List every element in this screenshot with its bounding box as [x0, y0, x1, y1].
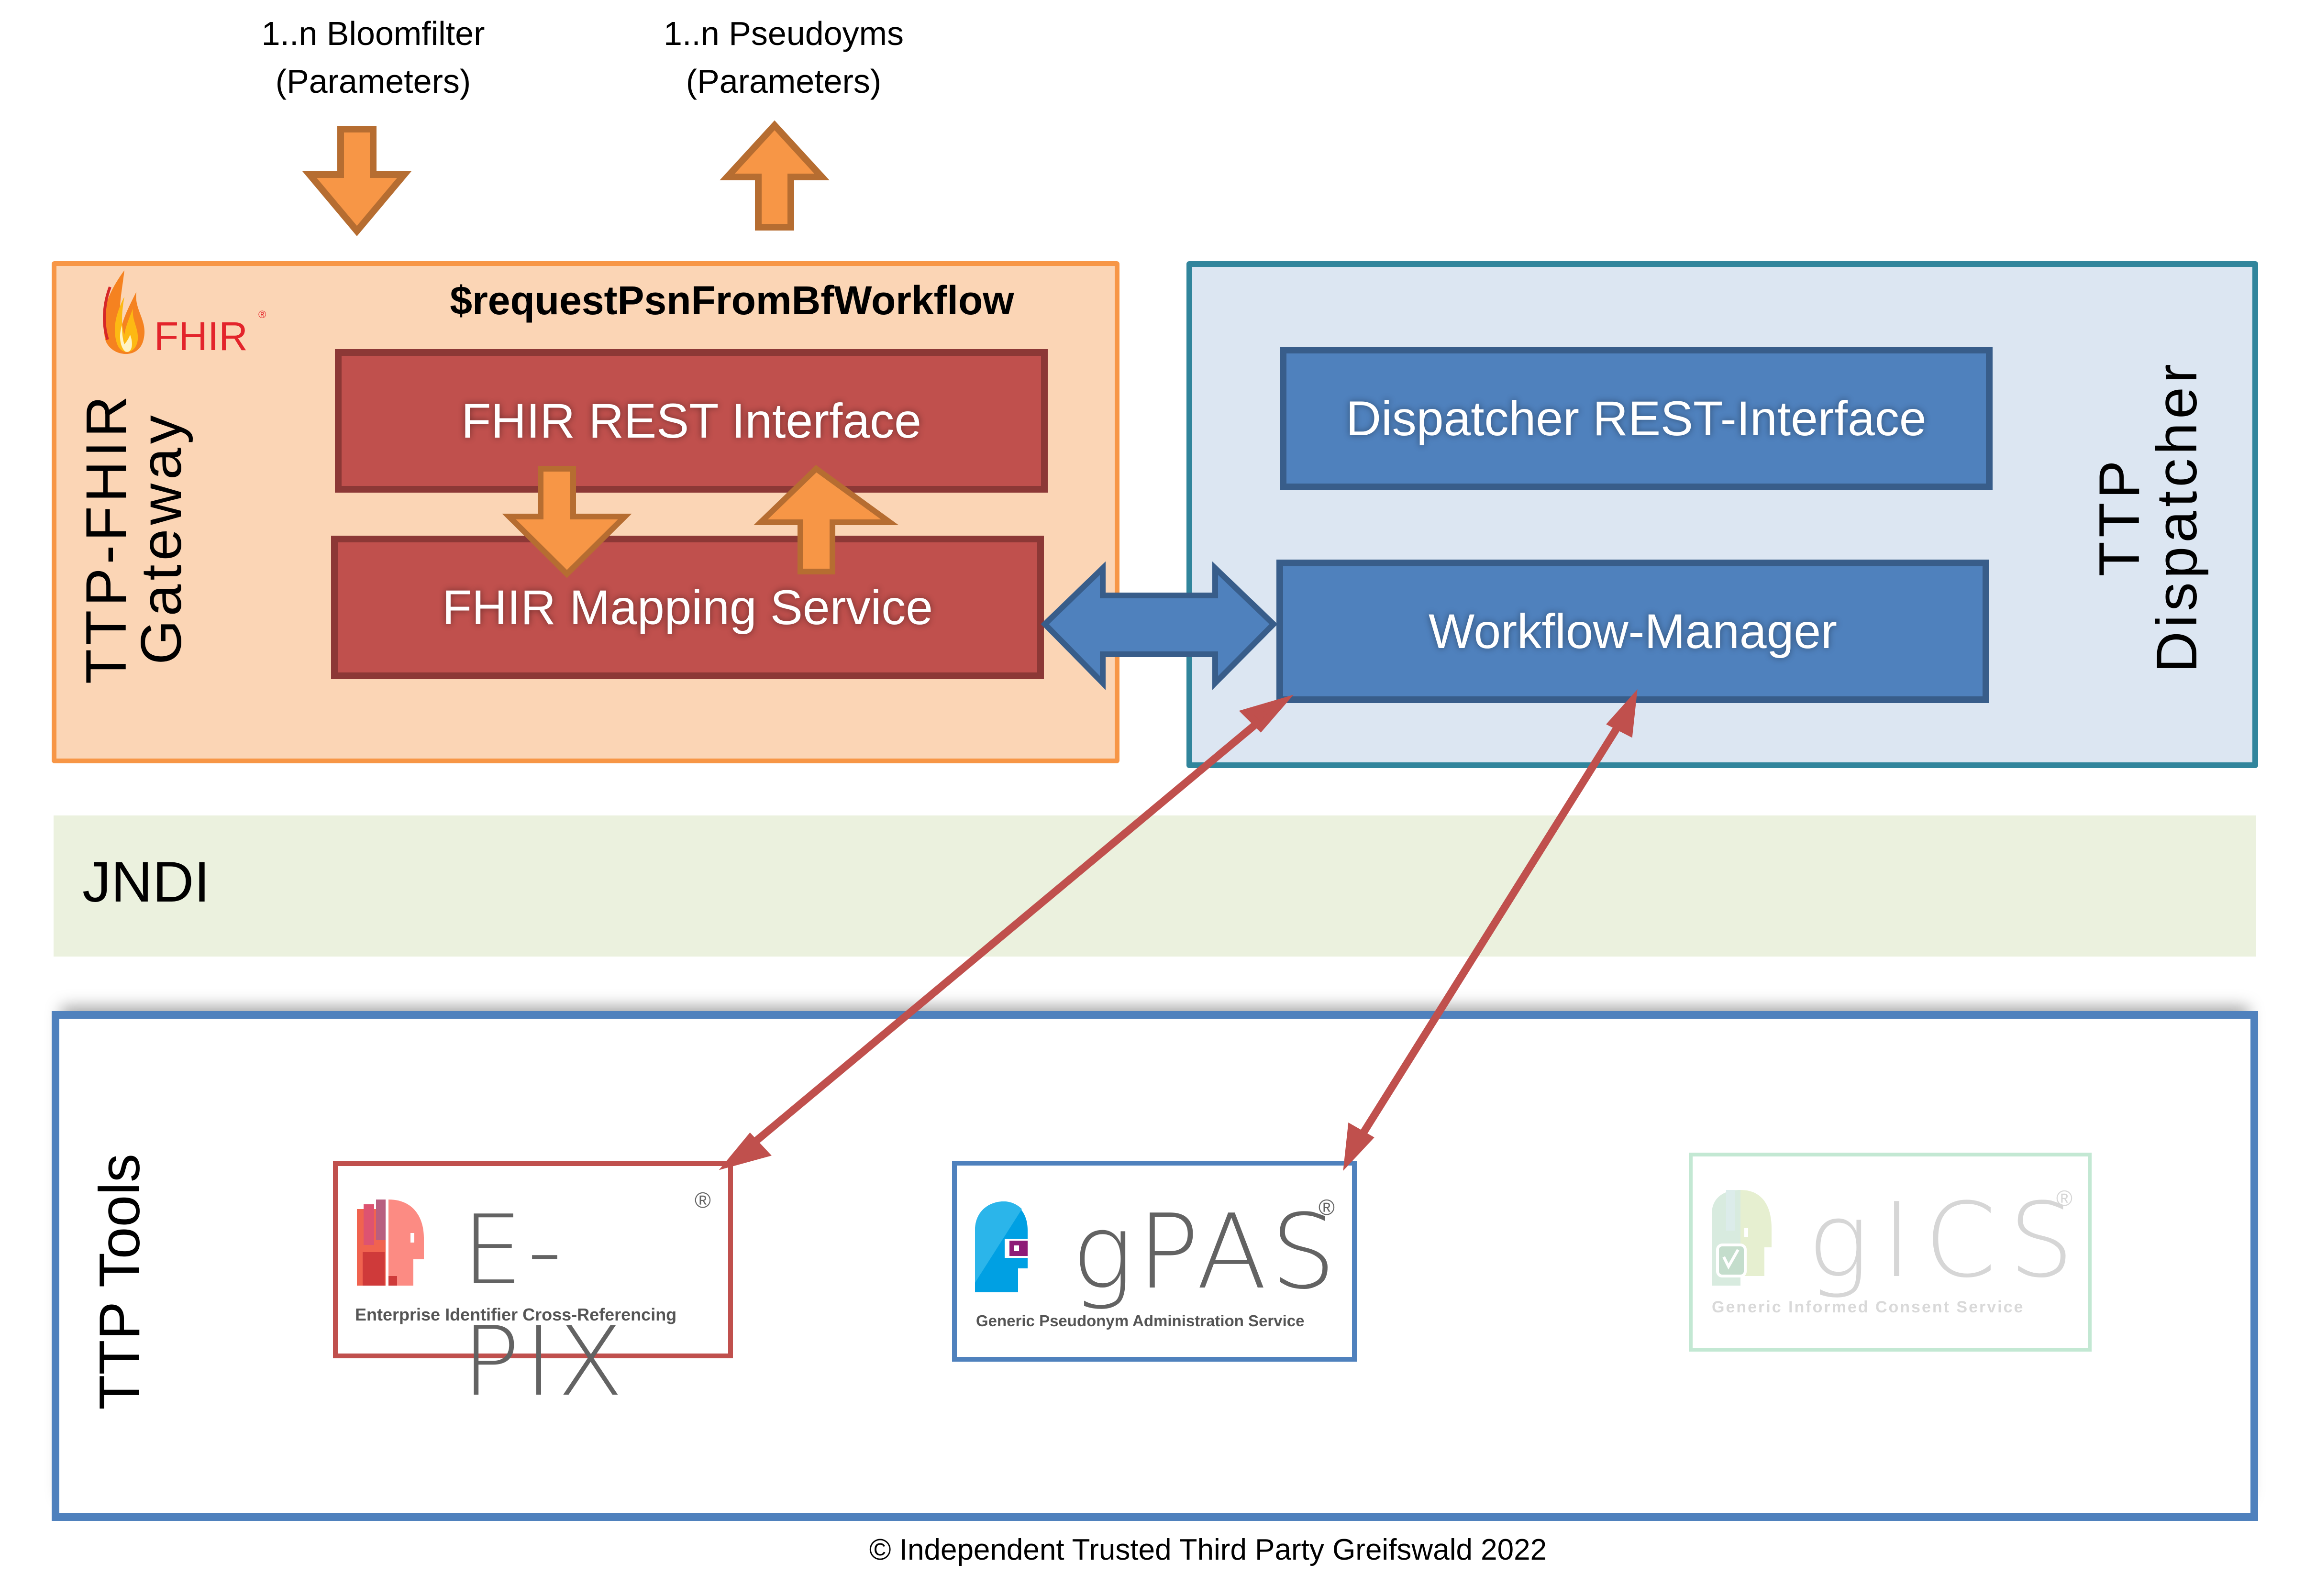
workflow-manager-block[interactable]: Workflow-Manager	[1276, 560, 1989, 703]
epix-tool-box[interactable]: E-PIX ® Enterprise Identifier Cross-Refe…	[333, 1161, 733, 1418]
jndi-layer: JNDI	[54, 815, 2256, 957]
pseudonyms-up-arrow-icon	[720, 120, 830, 231]
gics-registered-mark: ®	[2056, 1186, 2072, 1211]
fhir-mapping-service-block[interactable]: FHIR Mapping Service	[331, 536, 1044, 679]
gpas-registered-mark: ®	[1319, 1195, 1335, 1220]
fhir-flame-icon	[103, 270, 145, 354]
gateway-title-line1: TTP-FHIR	[74, 392, 138, 684]
gics-head-icon	[1712, 1190, 1772, 1286]
gateway-title-line2: Gateway	[129, 411, 193, 665]
gics-subtitle: Generic Informed Consent Service	[1712, 1298, 2025, 1316]
gpas-logo-text: gPAS	[1072, 1192, 1340, 1312]
epix-registered-mark: ®	[695, 1188, 711, 1212]
epix-logo-text: E-PIX	[462, 1195, 628, 1418]
dispatcher-title: TTP Dispatcher	[2087, 344, 2209, 689]
fhir-mapping-service-label: FHIR Mapping Service	[442, 580, 933, 635]
fhir-registered-mark: ®	[258, 308, 266, 320]
pseudonyms-output-label: 1..n Pseudoyms (Parameters)	[568, 10, 999, 105]
pseudonyms-label-line1: 1..n Pseudoyms	[664, 15, 904, 52]
copyright-footer: © Independent Trusted Third Party Greifs…	[869, 1533, 1547, 1566]
bloomfilter-label-line1: 1..n Bloomfilter	[261, 15, 485, 52]
epix-subtitle: Enterprise Identifier Cross-Referencing	[355, 1305, 677, 1324]
ttp-tools-title: TTP Tools	[88, 1154, 152, 1410]
gateway-title: TTP-FHIR Gateway	[74, 385, 193, 691]
pseudonyms-label-line2: (Parameters)	[686, 63, 882, 100]
dispatcher-rest-interface-label: Dispatcher REST-Interface	[1346, 391, 1927, 446]
fhir-logo-text: FHIR	[154, 314, 248, 359]
fhir-rest-interface-block[interactable]: FHIR REST Interface	[335, 349, 1048, 493]
fhir-logo: FHIR ®	[96, 268, 277, 363]
dispatcher-title-line2: Dispatcher	[2145, 360, 2209, 673]
bloomfilter-input-label: 1..n Bloomfilter (Parameters)	[158, 10, 588, 105]
jndi-label: JNDI	[82, 850, 210, 914]
dispatcher-title-line1: TTP	[2087, 456, 2151, 577]
fhir-rest-interface-label: FHIR REST Interface	[461, 393, 921, 448]
gpas-subtitle: Generic Pseudonym Administration Service	[976, 1312, 1305, 1330]
gics-logo-text: gICS	[1807, 1180, 2087, 1300]
epix-head-icon	[357, 1200, 424, 1286]
gics-tool-box[interactable]: gICS ® Generic Informed Consent Service	[1689, 1153, 2092, 1352]
bloomfilter-label-line2: (Parameters)	[275, 63, 471, 100]
dispatcher-rest-interface-block[interactable]: Dispatcher REST-Interface	[1280, 347, 1993, 490]
gpas-head-icon	[975, 1201, 1028, 1292]
bloomfilter-down-arrow-icon	[302, 126, 412, 236]
workflow-manager-label: Workflow-Manager	[1428, 604, 1838, 659]
gpas-tool-box[interactable]: gPAS ® Generic Pseudonym Administration …	[952, 1161, 1357, 1362]
operation-name: $requestPsnFromBfWorkflow	[450, 278, 1014, 323]
